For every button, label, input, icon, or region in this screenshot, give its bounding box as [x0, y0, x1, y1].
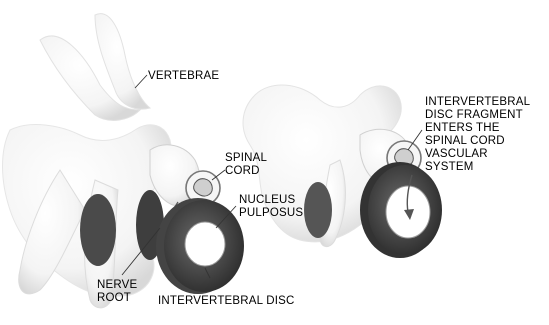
label-nerve-line2: ROOT — [97, 292, 137, 305]
label-disc-fragment: INTERVERTEBRAL DISC FRAGMENT ENTERS THE … — [425, 96, 530, 174]
label-fragment-line3: ENTERS THE — [425, 122, 530, 135]
label-fragment-line2: DISC FRAGMENT — [425, 109, 530, 122]
right-intervertebral-disc — [360, 162, 442, 258]
label-fragment-line1: INTERVERTEBRAL — [425, 96, 530, 109]
label-nucleus-line2: PULPOSUS — [239, 207, 303, 220]
label-nerve-line1: NERVE — [97, 279, 137, 292]
label-spinal-cord-line2: CORD — [225, 165, 267, 178]
label-nerve-root: NERVE ROOT — [97, 279, 137, 305]
label-intervertebral-disc: INTERVERTEBRAL DISC — [158, 295, 295, 308]
label-vertebrae: VERTEBRAE — [148, 70, 219, 83]
label-nucleus-pulposus: NUCLEUS PULPOSUS — [239, 194, 303, 220]
label-spinal-cord-line1: SPINAL — [225, 152, 267, 165]
vertebrae-leader — [135, 75, 147, 88]
label-fragment-line4: SPINAL CORD — [425, 135, 530, 148]
label-fragment-line6: SYSTEM — [425, 161, 530, 174]
left-intervertebral-disc — [156, 198, 244, 294]
label-nucleus-line1: NUCLEUS — [239, 194, 303, 207]
label-spinal-cord: SPINAL CORD — [225, 152, 267, 178]
label-fragment-line5: VASCULAR — [425, 148, 530, 161]
